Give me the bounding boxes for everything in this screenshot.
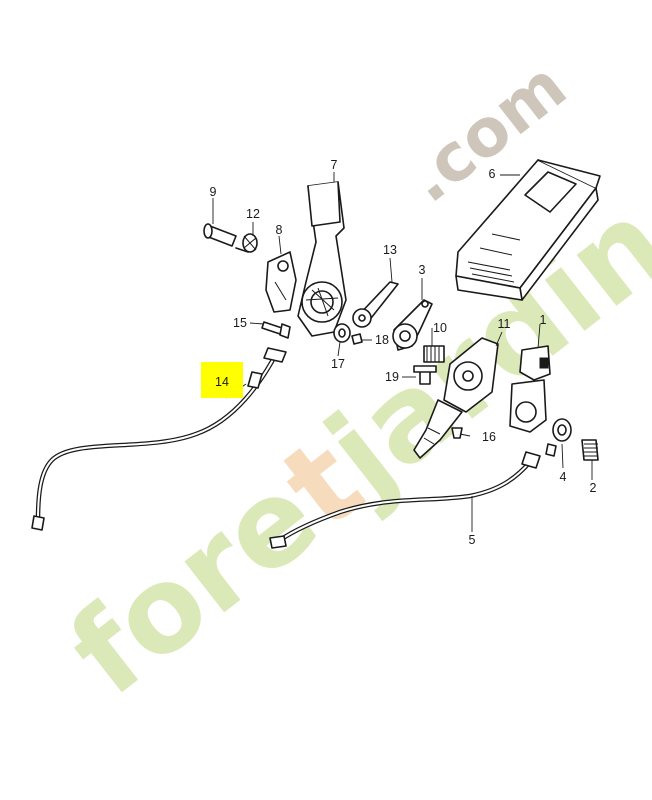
highlight-box bbox=[201, 362, 243, 398]
choke-cable bbox=[269, 451, 541, 549]
spring-10 bbox=[423, 345, 445, 363]
control-base bbox=[413, 337, 499, 459]
lever-cover bbox=[455, 159, 601, 301]
watermark: foretjardin .com bbox=[44, 47, 652, 722]
nut-4 bbox=[545, 418, 572, 457]
label-3: 3 bbox=[419, 263, 426, 277]
spring-2 bbox=[581, 439, 599, 461]
part-labels: 14 7 6 9 12 8 13 3 15 18 10 17 11 1 19 1… bbox=[201, 158, 597, 547]
label-7: 7 bbox=[331, 158, 338, 172]
label-10: 10 bbox=[433, 321, 447, 335]
label-15: 15 bbox=[233, 316, 247, 330]
label-13: 13 bbox=[383, 243, 397, 257]
label-11: 11 bbox=[498, 317, 511, 331]
washer-17 bbox=[333, 323, 351, 343]
screw-16 bbox=[451, 427, 463, 439]
label-8: 8 bbox=[276, 223, 283, 237]
bracket-plate bbox=[265, 251, 297, 313]
stop-switch bbox=[509, 345, 551, 433]
control-lever bbox=[297, 181, 347, 337]
label-9: 9 bbox=[210, 185, 217, 199]
leader-lines bbox=[212, 172, 593, 532]
spring-washer bbox=[235, 233, 258, 253]
throttle-plate bbox=[392, 299, 433, 351]
watermark-brand: foretjardin bbox=[44, 174, 652, 722]
label-19: 19 bbox=[385, 370, 399, 384]
label-2: 2 bbox=[590, 481, 597, 495]
label-18: 18 bbox=[375, 333, 389, 347]
label-12: 12 bbox=[246, 207, 260, 221]
bolt-15 bbox=[261, 321, 291, 339]
pivot-pin bbox=[203, 223, 237, 247]
lever-arm bbox=[352, 281, 399, 328]
label-14: 14 bbox=[215, 375, 229, 389]
label-6: 6 bbox=[489, 167, 496, 181]
clip-18 bbox=[351, 333, 363, 345]
label-16: 16 bbox=[482, 430, 496, 444]
label-5: 5 bbox=[469, 533, 476, 547]
bolt-19 bbox=[413, 365, 437, 385]
label-17: 17 bbox=[331, 357, 345, 371]
label-4: 4 bbox=[560, 470, 567, 484]
throttle-cable bbox=[31, 347, 287, 531]
label-1: 1 bbox=[540, 313, 547, 327]
